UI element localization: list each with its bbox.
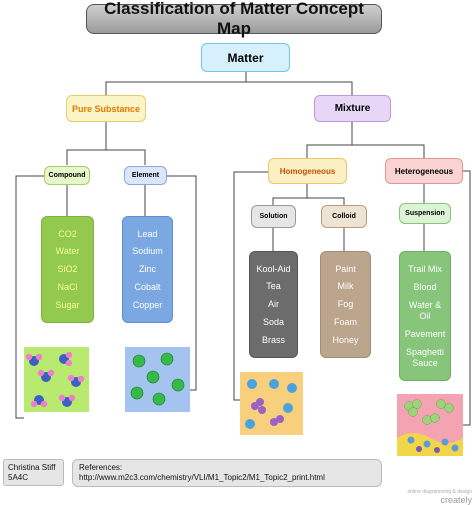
- creately-logo: online diagramming & design creately: [392, 489, 472, 505]
- compound-molecules-image: [24, 347, 89, 412]
- author-class: 5A4C: [8, 472, 29, 482]
- node-solution: Solution: [251, 205, 296, 228]
- list-item: Soda: [262, 317, 285, 328]
- references-url: http://www.m2c3.com/chemistry/VLI/M1_Top…: [79, 473, 325, 482]
- list-item: Foam: [333, 317, 357, 328]
- list-item: Water & Oil: [408, 300, 442, 321]
- node-suspension: Suspension: [399, 203, 451, 224]
- list-item: Tea: [266, 281, 281, 292]
- references-box: References: http://www.m2c3.com/chemistr…: [72, 459, 382, 487]
- list-item: Water: [55, 246, 80, 257]
- homogeneous-mixture-image: [240, 372, 303, 435]
- list-item: Paint: [335, 263, 356, 274]
- node-colloid: Colloid: [321, 205, 367, 228]
- list-item: Sugar: [55, 300, 80, 311]
- logo-text: creately: [440, 495, 472, 505]
- element-atoms-image: [125, 347, 190, 412]
- node-heterogeneous: Heterogeneous: [385, 158, 463, 184]
- list-item: Kool-Aid: [256, 263, 291, 274]
- list-item: Cobalt: [134, 282, 161, 293]
- node-pure-substance: Pure Substance: [66, 95, 146, 122]
- node-homogeneous: Homogeneous: [268, 158, 347, 184]
- list-item: Blood: [413, 282, 437, 293]
- list-item: SiO2: [57, 264, 78, 275]
- list-item: Sodium: [132, 246, 163, 257]
- node-mixture: Mixture: [314, 95, 391, 122]
- list-item: Spaghetti Sauce: [405, 347, 445, 368]
- list-item: Milk: [337, 281, 354, 292]
- list-item: Lead: [137, 228, 158, 239]
- diagram-title: Classification of Matter Concept Map: [86, 0, 382, 38]
- list-item: Pavement: [404, 329, 446, 340]
- list-item: Copper: [132, 300, 163, 311]
- list-item: NaCl: [57, 282, 78, 293]
- author-name: Christina Stiff: [8, 463, 56, 472]
- suspension-examples-list: Trail Mix Blood Water & Oil Pavement Spa…: [399, 251, 451, 381]
- solution-examples-list: Kool-Aid Tea Air Soda Brass: [249, 251, 298, 358]
- element-examples-list: Lead Sodium Zinc Cobalt Copper: [122, 216, 173, 323]
- list-item: Brass: [261, 335, 285, 346]
- node-element: Element: [124, 166, 167, 185]
- node-matter: Matter: [201, 43, 290, 72]
- list-item: Air: [268, 299, 279, 310]
- list-item: CO2: [58, 228, 77, 239]
- logo-tagline: online diagramming & design: [407, 489, 472, 495]
- node-compound: Compound: [44, 166, 90, 185]
- list-item: Fog: [337, 299, 354, 310]
- colloid-examples-list: Paint Milk Fog Foam Honey: [320, 251, 371, 358]
- compound-examples-list: CO2 Water SiO2 NaCl Sugar: [41, 216, 94, 323]
- list-item: Trail Mix: [408, 263, 442, 274]
- references-label: References:: [79, 463, 123, 472]
- list-item: Zinc: [138, 264, 156, 275]
- heterogeneous-mixture-image: [397, 394, 463, 456]
- list-item: Honey: [332, 335, 359, 346]
- author-box: Christina Stiff 5A4C: [3, 459, 64, 486]
